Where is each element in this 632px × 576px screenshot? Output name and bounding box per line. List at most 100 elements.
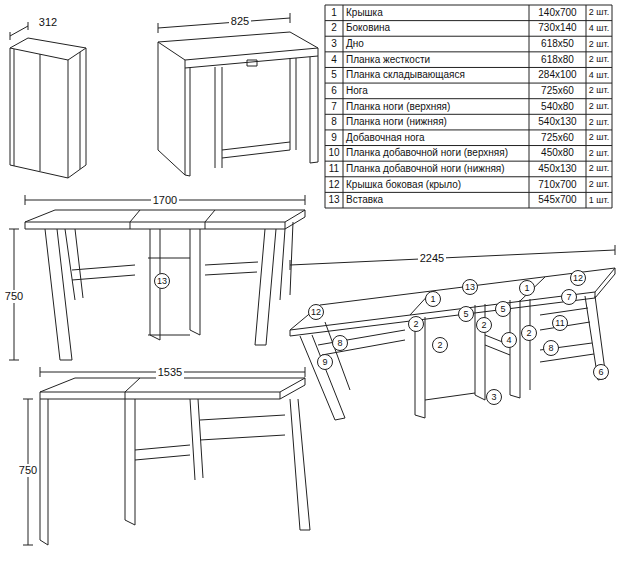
table-rule [325, 161, 612, 162]
callout-circle [155, 274, 170, 289]
callout-circle [409, 317, 424, 332]
part-quantity: 2 шт. [589, 102, 609, 111]
table-rule [325, 98, 612, 99]
table-rule [586, 5, 587, 208]
callout-number: 1 [524, 284, 529, 293]
part-quantity: 4 шт. [589, 71, 609, 80]
part-quantity: 1 шт. [589, 196, 609, 205]
callout-circle [463, 280, 478, 295]
part-name: Планка жесткости [346, 55, 430, 65]
part-name: Планка складывающаяся [346, 70, 465, 80]
table-rule [343, 5, 344, 208]
part-size: 450х80 [541, 148, 574, 158]
table-rule [325, 176, 612, 177]
row-number: 5 [331, 70, 337, 80]
callout-circle [426, 292, 441, 307]
callout-number: 5 [463, 310, 468, 319]
callout-number: 5 [500, 305, 505, 314]
callout-circle [571, 271, 586, 286]
part-quantity: 2 шт. [589, 118, 609, 127]
table-rule [325, 5, 612, 6]
part-size: 540х130 [538, 117, 576, 127]
table-rule [325, 129, 612, 130]
callout-number: 8 [337, 339, 342, 348]
part-size: 545х700 [538, 195, 576, 205]
part-size: 725х60 [541, 86, 574, 96]
part-name: Планка добавочной ноги (нижняя) [346, 164, 505, 174]
part-name: Крышка [346, 8, 383, 18]
row-number: 6 [331, 86, 337, 96]
table-rule [325, 114, 612, 115]
callout-circle [520, 281, 535, 296]
row-number: 12 [328, 180, 339, 190]
table-rule [325, 145, 612, 146]
callout-number: 4 [506, 336, 511, 345]
row-number: 3 [331, 39, 337, 49]
part-name: Нога [346, 86, 368, 96]
dimension-label: 750 [17, 464, 39, 477]
callout-circle [318, 355, 333, 370]
callout-number: 9 [322, 358, 327, 367]
part-quantity: 2 шт. [589, 40, 609, 49]
part-name: Дно [346, 39, 364, 49]
part-quantity: 2 шт. [589, 133, 609, 142]
callout-circle [502, 333, 517, 348]
part-quantity: 2 шт. [589, 164, 609, 173]
row-number: 7 [331, 102, 337, 112]
part-quantity: 2 шт. [589, 149, 609, 158]
callout-circles [155, 271, 609, 405]
callout-number: 12 [573, 274, 583, 283]
row-number: 1 [331, 8, 337, 18]
callout-number: 2 [437, 341, 442, 350]
part-name: Боковина [346, 23, 390, 33]
dimension-label: 1700 [151, 194, 179, 207]
callout-circle [496, 302, 511, 317]
parts-table-grid [325, 5, 612, 208]
callout-number: 3 [491, 393, 496, 402]
part-size: 450х130 [538, 164, 576, 174]
callout-number: 12 [311, 308, 321, 317]
callout-circle [553, 316, 568, 331]
callout-circle [544, 341, 559, 356]
row-number: 4 [331, 55, 337, 65]
callout-number: 2 [481, 321, 486, 330]
callout-number: 7 [566, 293, 571, 302]
dimension-label: 1535 [156, 366, 184, 379]
table-rule [325, 5, 326, 208]
furniture-drawing [9, 13, 615, 545]
callout-circle [433, 338, 448, 353]
callout-circle [594, 365, 609, 380]
row-number: 10 [328, 148, 339, 158]
dimension-label: 750 [3, 290, 25, 303]
table-rule [325, 192, 612, 193]
table-rule [612, 5, 613, 208]
part-size: 618х80 [541, 55, 574, 65]
callout-circle [333, 336, 348, 351]
part-name: Крышка боковая (крыло) [346, 180, 461, 190]
callout-circle [309, 305, 324, 320]
callout-circle [487, 390, 502, 405]
row-number: 11 [329, 164, 339, 174]
part-name: Планка ноги (нижняя) [346, 117, 447, 127]
part-name: Добавочная нога [346, 133, 425, 143]
part-quantity: 2 шт. [589, 55, 609, 64]
dimension-label: 312 [37, 16, 59, 29]
part-size: 725х60 [541, 133, 574, 143]
callout-number: 2 [413, 320, 418, 329]
callout-number: 8 [548, 344, 553, 353]
table-rule [529, 5, 530, 208]
callout-number: 2 [526, 329, 531, 338]
table-rule [325, 51, 612, 52]
table-rule [325, 20, 612, 21]
part-name: Планка ноги (верхняя) [346, 102, 450, 112]
callout-circle [522, 326, 537, 341]
table-rule [325, 208, 612, 209]
part-quantity: 2 шт. [589, 180, 609, 189]
row-number: 2 [331, 23, 337, 33]
callout-number: 13 [465, 283, 475, 292]
callout-number: 1 [430, 295, 435, 304]
part-size: 140х700 [538, 8, 576, 18]
callout-number: 13 [157, 277, 167, 286]
